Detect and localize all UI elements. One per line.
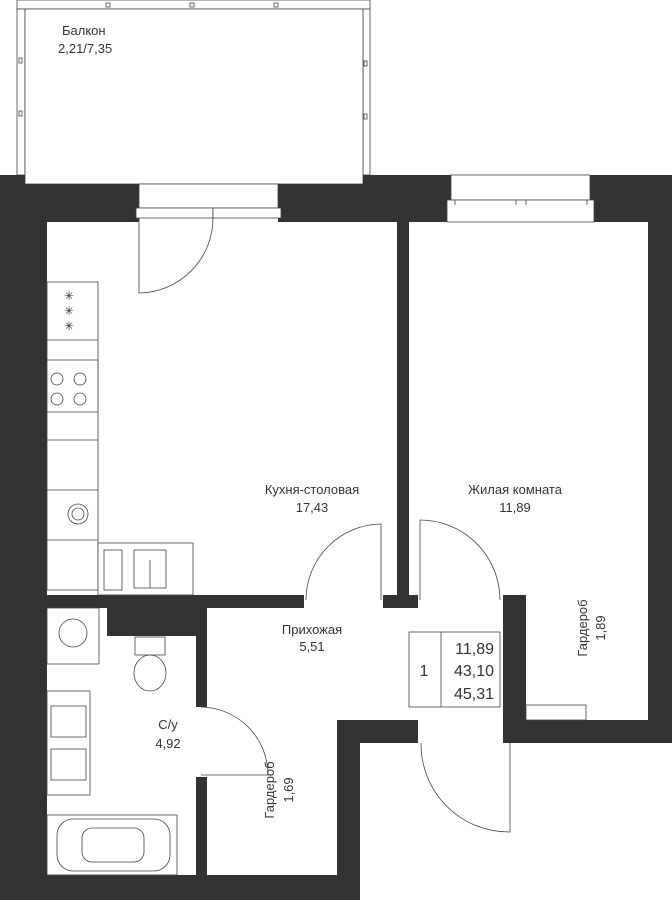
total-area: 43,10: [454, 663, 494, 680]
living-area: 11,89: [455, 641, 494, 658]
bathroom-area: 4,92: [155, 736, 180, 751]
living-room-area: 11,89: [499, 500, 531, 515]
kitchen-furniture: ✳✳✳: [46, 281, 194, 596]
hall-area: 5,51: [299, 639, 324, 654]
entry-door[interactable]: [420, 742, 511, 833]
rooms-count: 1: [420, 663, 429, 680]
wardrobe-room-label: Гардероб: [575, 599, 590, 656]
area-summary-box: 1 11,89 43,10 45,31: [408, 631, 501, 708]
wardrobe-shelf: [525, 704, 587, 721]
window: [446, 174, 595, 223]
room-door[interactable]: [419, 519, 501, 601]
hall-label: Прихожая: [282, 622, 342, 637]
wardrobe-hall-label: Гардероб: [262, 761, 277, 818]
total-area-with-balcony: 45,31: [454, 686, 494, 703]
balcony-label: Балкон: [62, 23, 106, 38]
svg-text:✳: ✳: [64, 319, 74, 333]
wardrobe-room-area: 1,89: [593, 615, 608, 640]
bathroom-fixtures: [46, 607, 178, 876]
wardrobe-hall-area: 1,69: [281, 777, 296, 802]
balcony: [16, 0, 371, 185]
bathroom-label: С/у: [158, 717, 178, 732]
kitchen-door[interactable]: [305, 523, 382, 601]
balcony-area: 2,21/7,35: [58, 41, 112, 56]
svg-text:✳: ✳: [64, 304, 74, 318]
living-room-label: Жилая комната: [468, 482, 563, 497]
svg-text:✳: ✳: [64, 289, 74, 303]
kitchen-label: Кухня-столовая: [265, 482, 359, 497]
balcony-door[interactable]: [135, 183, 282, 294]
walls: [0, 175, 672, 900]
kitchen-area: 17,43: [296, 500, 329, 515]
bathroom-door[interactable]: [200, 706, 269, 776]
